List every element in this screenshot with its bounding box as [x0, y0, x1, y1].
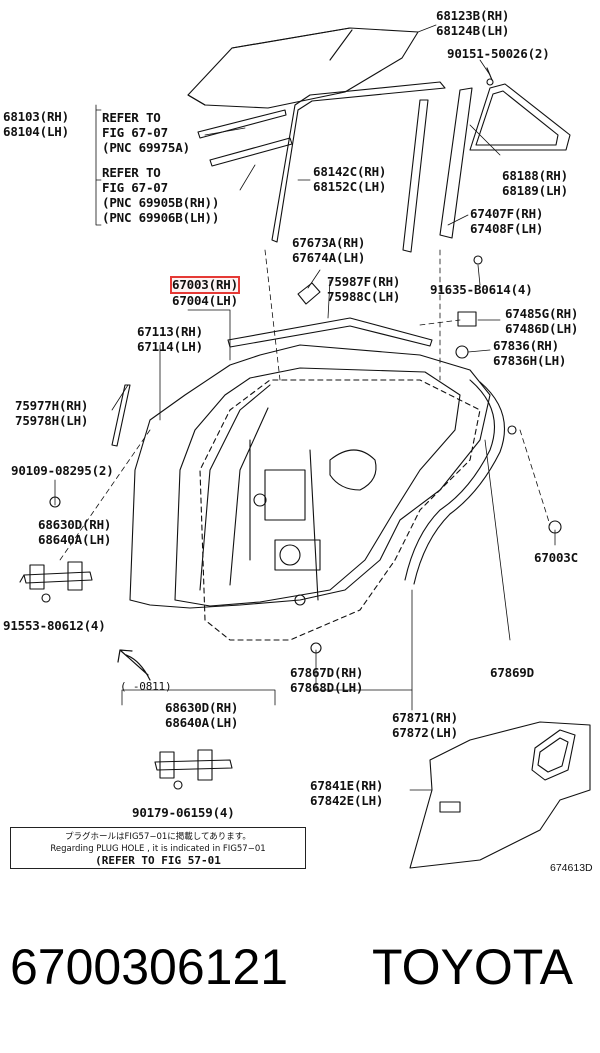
- label-67871-rh[interactable]: 67871(RH): [392, 710, 458, 725]
- glass-run-strip-1: [197, 109, 287, 139]
- door-weatherstrip: [199, 379, 481, 641]
- door-belt-moulding: [111, 384, 131, 447]
- label-67003c[interactable]: 67003C: [534, 550, 578, 565]
- door-check-2: [154, 759, 233, 771]
- ref-text-2a: REFER TO: [102, 165, 161, 180]
- label-91553-80612[interactable]: 91553-80612(4): [3, 618, 106, 633]
- label-67003-rh-highlighted[interactable]: 67003(RH): [170, 276, 240, 294]
- label-68103-rh[interactable]: 68103(RH): [3, 109, 69, 124]
- label-67407f-rh[interactable]: 67407F(RH): [470, 206, 544, 221]
- label-68630d-rh-2[interactable]: 68630D(RH): [165, 700, 239, 715]
- door-outer-panel: [129, 344, 491, 609]
- door-glass: [187, 27, 419, 109]
- label-75987f-rh[interactable]: 75987F(RH): [327, 274, 401, 289]
- label-90151-50026[interactable]: 90151-50026(2): [447, 46, 550, 61]
- label-67836-rh[interactable]: 67836(RH): [493, 338, 559, 353]
- door-exploded-view-drawing: [19, 24, 591, 869]
- diagram-code: 674613D: [550, 862, 593, 874]
- label-75988c-lh[interactable]: 75988C(LH): [327, 289, 401, 304]
- division-bar: [439, 87, 473, 239]
- label-68124b-lh[interactable]: 68124B(LH): [436, 23, 510, 38]
- note-english: Regarding PLUG HOLE , it is indicated in…: [50, 844, 266, 854]
- brand-name: TOYOTA: [372, 939, 573, 995]
- ref-text-2b: FIG 67-07: [102, 180, 168, 195]
- label-68189-lh[interactable]: 68189(LH): [502, 183, 568, 198]
- label-67114-lh[interactable]: 67114(LH): [137, 339, 203, 354]
- label-68188-rh[interactable]: 68188(RH): [502, 168, 568, 183]
- rear-weatherstrip: [404, 379, 496, 581]
- label-75978h-lh[interactable]: 75978H(LH): [15, 413, 89, 428]
- ref-text-1a: REFER TO: [102, 110, 161, 125]
- label-68104-lh[interactable]: 68104(LH): [3, 124, 69, 139]
- label-67869d[interactable]: 67869D: [490, 665, 534, 680]
- label-68152c-lh[interactable]: 68152C(LH): [313, 179, 387, 194]
- footer: 6700306121 TOYOTA: [0, 918, 600, 1053]
- label-91635-b0614[interactable]: 91635-B0614(4): [430, 282, 533, 297]
- service-hole-cover: [409, 721, 591, 869]
- label-68123b-rh[interactable]: 68123B(RH): [436, 8, 510, 23]
- quarter-glass: [469, 83, 571, 151]
- note-reference: (REFER TO FIG 57-01: [95, 854, 221, 867]
- ref-text-2d: (PNC 69906B(LH)): [102, 210, 220, 225]
- label-67486d-lh[interactable]: 67486D(LH): [505, 321, 579, 336]
- glass-run-channel: [271, 81, 446, 243]
- label-68640a-lh[interactable]: 68640A(LH): [38, 532, 112, 547]
- label-67004-lh[interactable]: 67004(LH): [172, 293, 238, 308]
- ref-text-1c: (PNC 69975A): [102, 140, 190, 155]
- label-67872-lh[interactable]: 67872(LH): [392, 725, 458, 740]
- plug-hole-note: プラグホールはFIG57−01に掲載してあります。 Regarding PLUG…: [10, 827, 306, 869]
- glass-run-strip-2: [209, 137, 293, 167]
- label-67842e-lh[interactable]: 67842E(LH): [310, 793, 384, 808]
- label-67485g-rh[interactable]: 67485G(RH): [505, 306, 579, 321]
- label-75977h-rh[interactable]: 75977H(RH): [15, 398, 89, 413]
- ref-text-2c: (PNC 69905B(RH)): [102, 195, 220, 210]
- label-67867d-rh[interactable]: 67867D(RH): [290, 665, 364, 680]
- part-number: 6700306121: [10, 939, 289, 995]
- label-67113-rh[interactable]: 67113(RH): [137, 324, 203, 339]
- label-68142c-rh[interactable]: 68142C(RH): [313, 164, 387, 179]
- note-japanese: プラグホールはFIG57−01に掲載してあります。: [65, 832, 251, 842]
- label-67408f-lh[interactable]: 67408F(LH): [470, 221, 544, 236]
- label-67841e-rh[interactable]: 67841E(RH): [310, 778, 384, 793]
- label-68630d-rh[interactable]: 68630D(RH): [38, 517, 112, 532]
- label-67674a-lh[interactable]: 67674A(LH): [292, 250, 366, 265]
- label-67868d-lh[interactable]: 67868D(LH): [290, 680, 364, 695]
- label-67673a-rh[interactable]: 67673A(RH): [292, 235, 366, 250]
- label-90179-06159[interactable]: 90179-06159(4): [132, 805, 235, 820]
- label-67836h-lh[interactable]: 67836H(LH): [493, 353, 567, 368]
- door-inner-panel: [174, 367, 461, 607]
- ref-text-1b: FIG 67-07: [102, 125, 168, 140]
- label-68640a-lh-2[interactable]: 68640A(LH): [165, 715, 239, 730]
- label-date-range: ( -0811): [120, 680, 172, 693]
- label-90109-08295[interactable]: 90109-08295(2): [11, 463, 114, 478]
